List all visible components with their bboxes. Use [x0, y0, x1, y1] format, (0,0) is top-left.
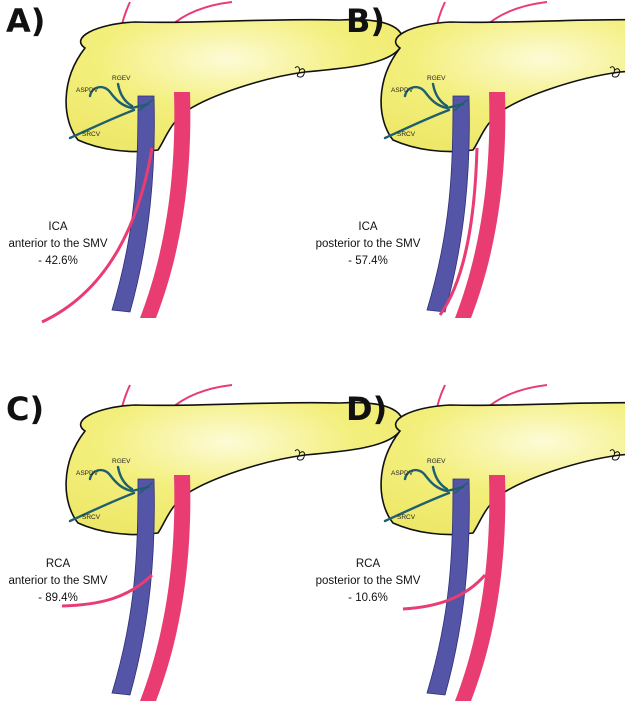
caption-relation-d: posterior to the SMV — [316, 575, 421, 587]
panel-c — [61, 383, 404, 703]
label-rgev: RGEV — [427, 458, 446, 465]
artery-ica-posterior — [438, 147, 479, 316]
label-aspdv: ASPDV — [391, 470, 414, 477]
caption-artery-a: ICA — [48, 221, 68, 233]
caption-relation-a: anterior to the SMV — [8, 238, 107, 250]
caption-relation-b: posterior to the SMV — [316, 238, 421, 250]
label-aspdv: ASPDV — [76, 87, 99, 94]
panel-letter-c: C) — [6, 390, 44, 428]
label-rgev: RGEV — [112, 75, 131, 82]
caption-percent-a: - 42.6% — [38, 255, 78, 267]
panel-letter-a: A) — [6, 2, 45, 40]
caption-artery-d: RCA — [356, 558, 381, 570]
label-srcv: SRCV — [397, 514, 416, 521]
panel-a — [41, 0, 404, 324]
artery-rca-anterior — [61, 573, 154, 608]
label-srcv: SRCV — [82, 514, 101, 521]
label-aspdv: ASPDV — [76, 470, 99, 477]
label-srcv: SRCV — [397, 131, 416, 138]
label-aspdv: ASPDV — [391, 87, 414, 94]
panel-b — [379, 0, 625, 320]
caption-percent-d: - 10.6% — [348, 592, 388, 604]
label-rgev: RGEV — [112, 458, 131, 465]
label-srcv: SRCV — [82, 131, 101, 138]
caption-percent-c: - 89.4% — [38, 592, 78, 604]
artery-ica-anterior — [41, 147, 154, 324]
label-rgev: RGEV — [427, 75, 446, 82]
panel-letter-d: D) — [346, 390, 387, 428]
panel-letter-b: B) — [346, 2, 385, 40]
caption-percent-b: - 57.4% — [348, 255, 388, 267]
caption-artery-b: ICA — [358, 221, 378, 233]
panel-d — [379, 383, 625, 703]
caption-relation-c: anterior to the SMV — [8, 575, 107, 587]
artery-rca-posterior — [402, 574, 487, 611]
caption-artery-c: RCA — [46, 558, 71, 570]
